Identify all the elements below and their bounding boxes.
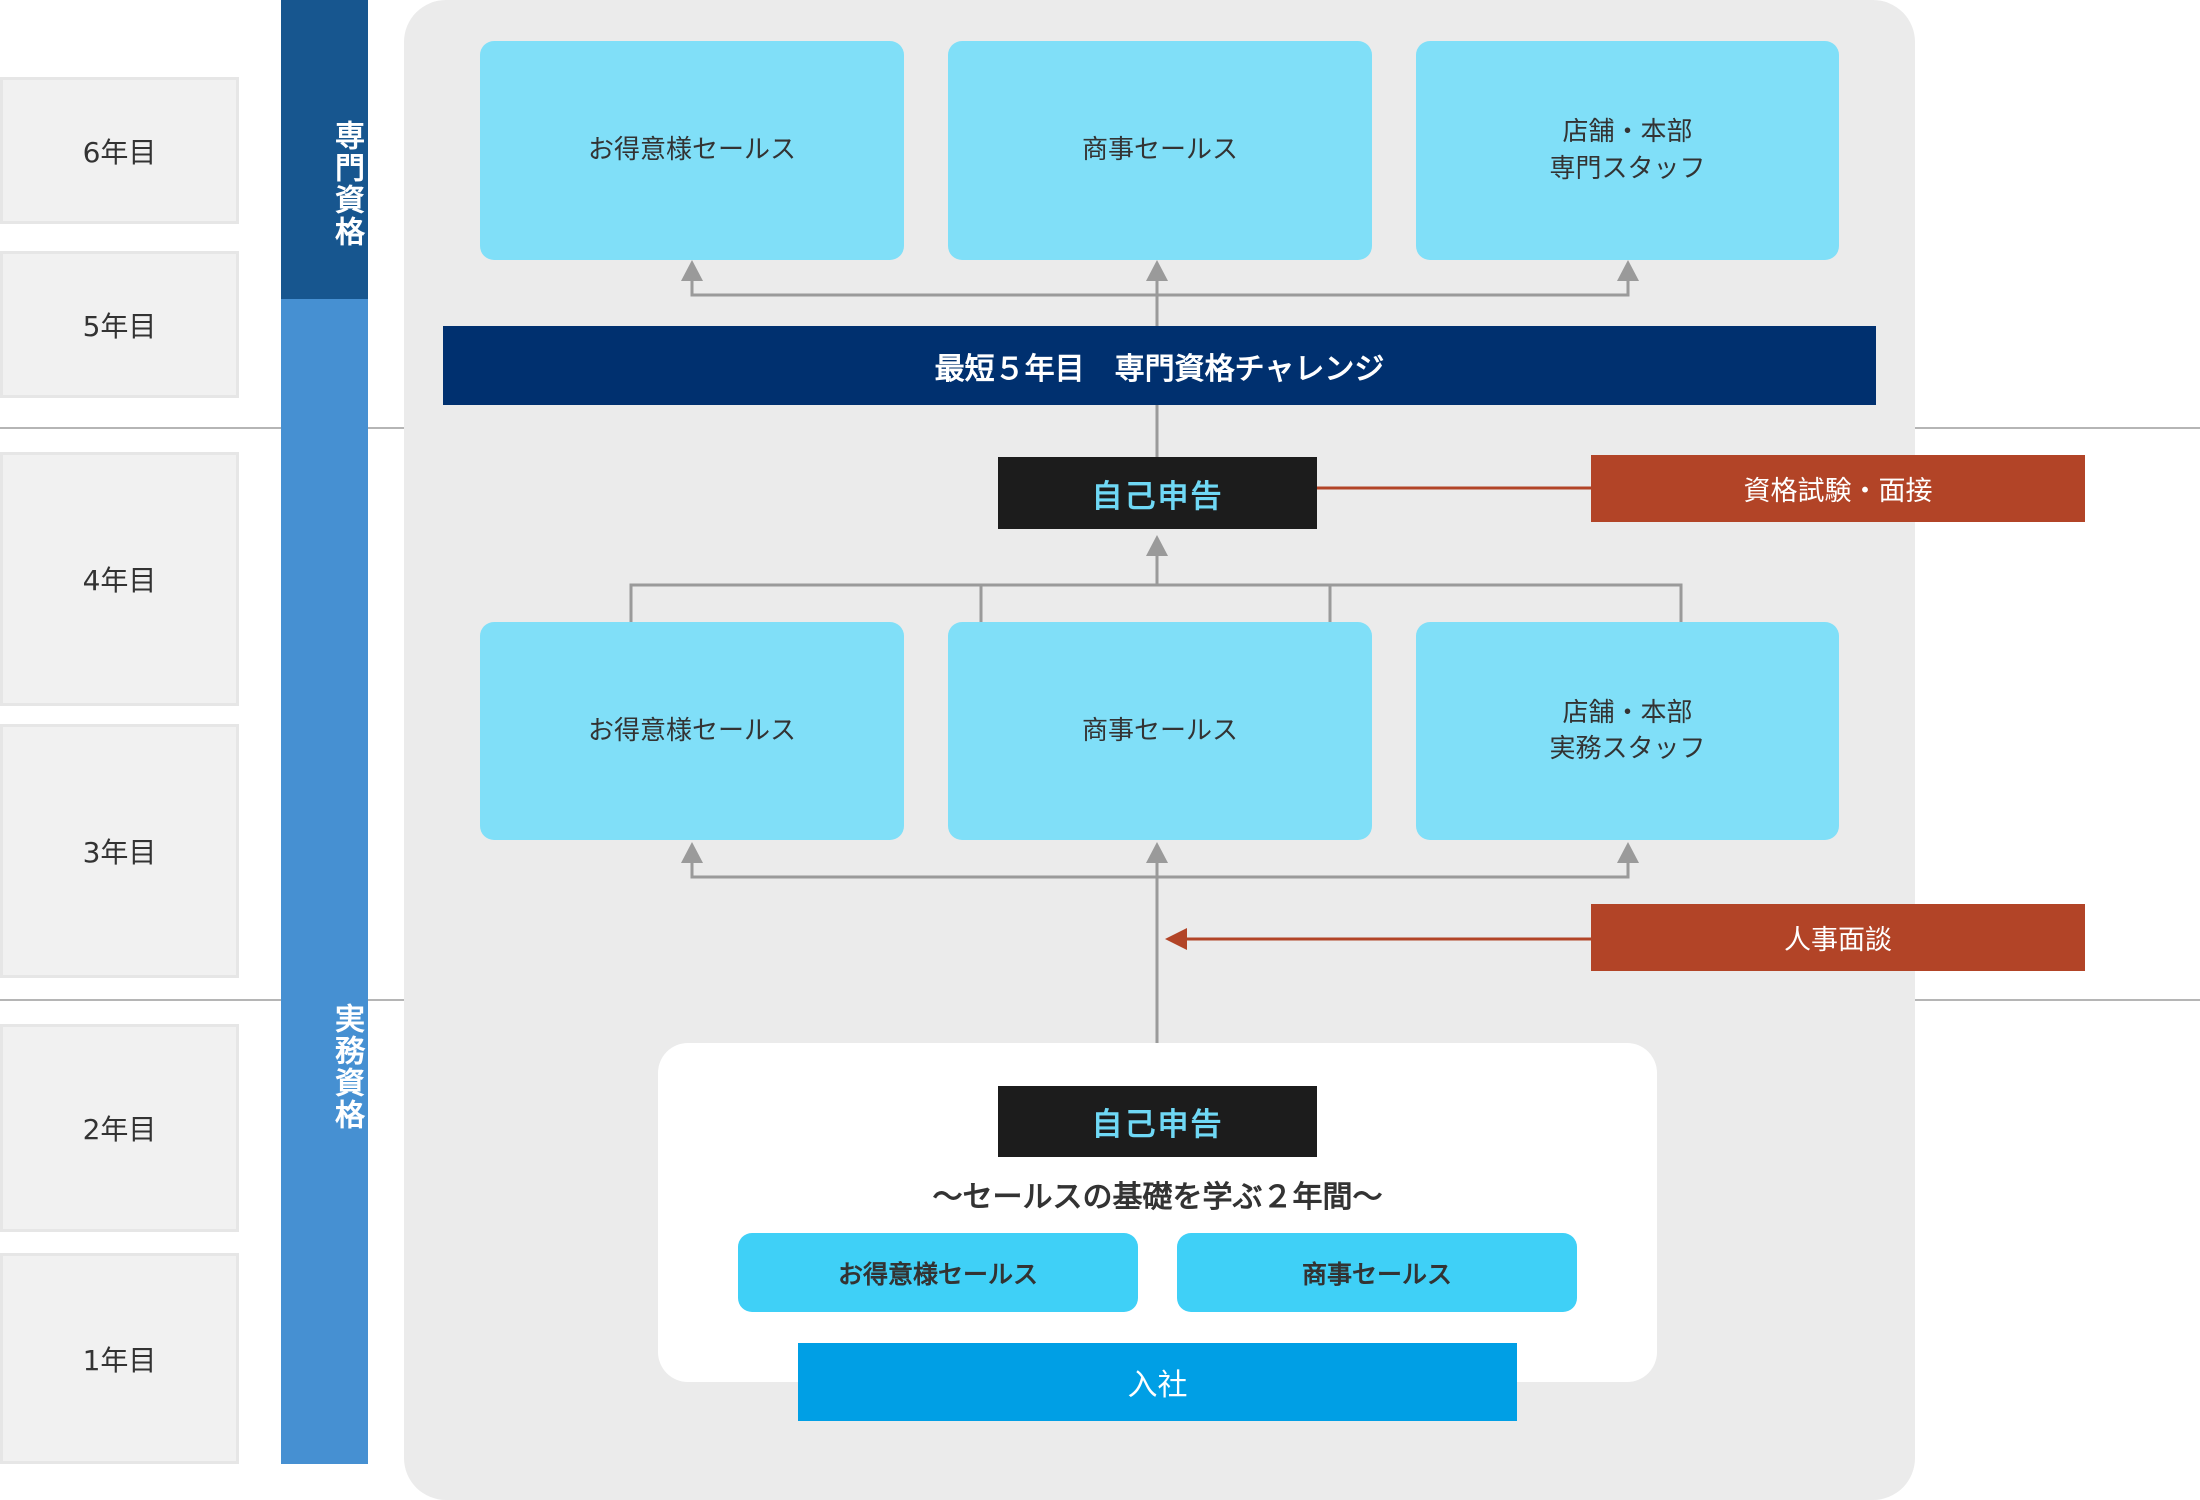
top-box-customer-sales: お得意様セールス [480,41,904,260]
arrow-up-icon [1617,260,1639,281]
exam-label: 資格試験・面接 [1591,455,2085,522]
arrow-up-icon [681,260,703,281]
foundation-self-report-label: 自己申告 [998,1086,1317,1157]
arrow-left-icon [1165,928,1187,950]
arrow-up-icon [1146,842,1168,863]
interview-label: 人事面談 [1591,904,2085,971]
year-5-label: 5年目 [0,251,239,398]
mid-box-customer-sales: お得意様セールス [480,622,904,840]
arrow-up-icon [1146,260,1168,281]
specialist-track-label: 専門資格 [329,119,364,248]
year-3-label: 3年目 [0,724,239,978]
foundation-customer-sales: お得意様セールス [738,1233,1138,1312]
foundation-trade-sales: 商事セールス [1177,1233,1577,1312]
year-2-label: 2年目 [0,1024,239,1232]
year-4-label: 4年目 [0,452,239,706]
year-1-label: 1年目 [0,1253,239,1464]
self-report-label: 自己申告 [998,457,1317,529]
arrow-up-icon [1146,535,1168,556]
mid-box-trade-sales: 商事セールス [948,622,1372,840]
entry-bar: 入社 [798,1343,1517,1421]
year-6-label: 6年目 [0,77,239,224]
challenge-bar: 最短５年目 専門資格チャレンジ [443,326,1876,405]
arrow-up-icon [1617,842,1639,863]
top-box-trade-sales: 商事セールス [948,41,1372,260]
practical-track-label: 実務資格 [329,1002,364,1131]
mid-box-practical-staff: 店舗・本部 実務スタッフ [1416,622,1839,840]
arrow-up-icon [681,842,703,863]
specialist-track-bar: 専門資格 [281,0,368,299]
foundation-subtitle: ～セールスの基礎を学ぶ２年間～ [932,1180,1383,1215]
practical-track-bar: 実務資格 [281,299,368,1464]
top-box-specialist-staff: 店舗・本部 専門スタッフ [1416,41,1839,260]
